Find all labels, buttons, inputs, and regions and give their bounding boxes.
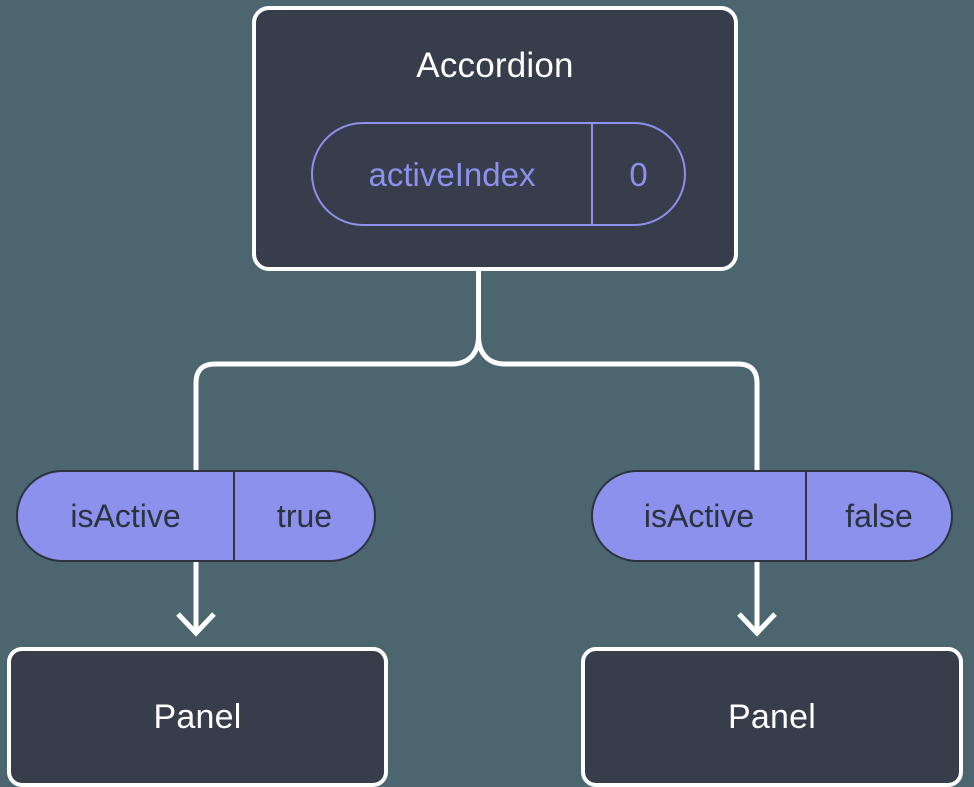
- state-pill-active-index-value: 0: [629, 155, 648, 193]
- state-pill-active-index[interactable]: activeIndex 0: [311, 122, 686, 226]
- connector-branch-left: [193, 361, 452, 472]
- node-accordion-title: Accordion: [416, 46, 574, 85]
- connector-fork-junction-right: [476, 335, 506, 367]
- diagram-canvas: Accordion activeIndex 0 isActive true is…: [7, 6, 963, 787]
- arrowhead-right-icon: [737, 612, 777, 637]
- node-panel-left-title: Panel: [153, 698, 242, 736]
- arrowhead-left-icon: [176, 612, 216, 637]
- node-accordion[interactable]: Accordion activeIndex 0: [252, 6, 738, 271]
- state-pill-divider: [591, 124, 593, 224]
- prop-pill-left-key: isActive: [70, 498, 181, 534]
- prop-pill-is-active-false[interactable]: isActive false: [591, 470, 953, 562]
- prop-pill-right-key: isActive: [643, 498, 755, 534]
- node-panel-right[interactable]: Panel: [581, 647, 963, 787]
- prop-pill-right-value: false: [845, 498, 913, 534]
- node-panel-right-title: Panel: [728, 698, 816, 736]
- connector-fork-junction-left: [451, 335, 481, 367]
- prop-pill-left-divider: [233, 472, 235, 560]
- state-pill-active-index-key: activeIndex: [368, 155, 536, 193]
- node-panel-left[interactable]: Panel: [7, 647, 388, 787]
- prop-pill-left-value: true: [276, 498, 333, 534]
- connector-branch-right: [505, 361, 760, 472]
- prop-pill-right-divider: [805, 472, 807, 560]
- prop-pill-is-active-true[interactable]: isActive true: [16, 470, 376, 562]
